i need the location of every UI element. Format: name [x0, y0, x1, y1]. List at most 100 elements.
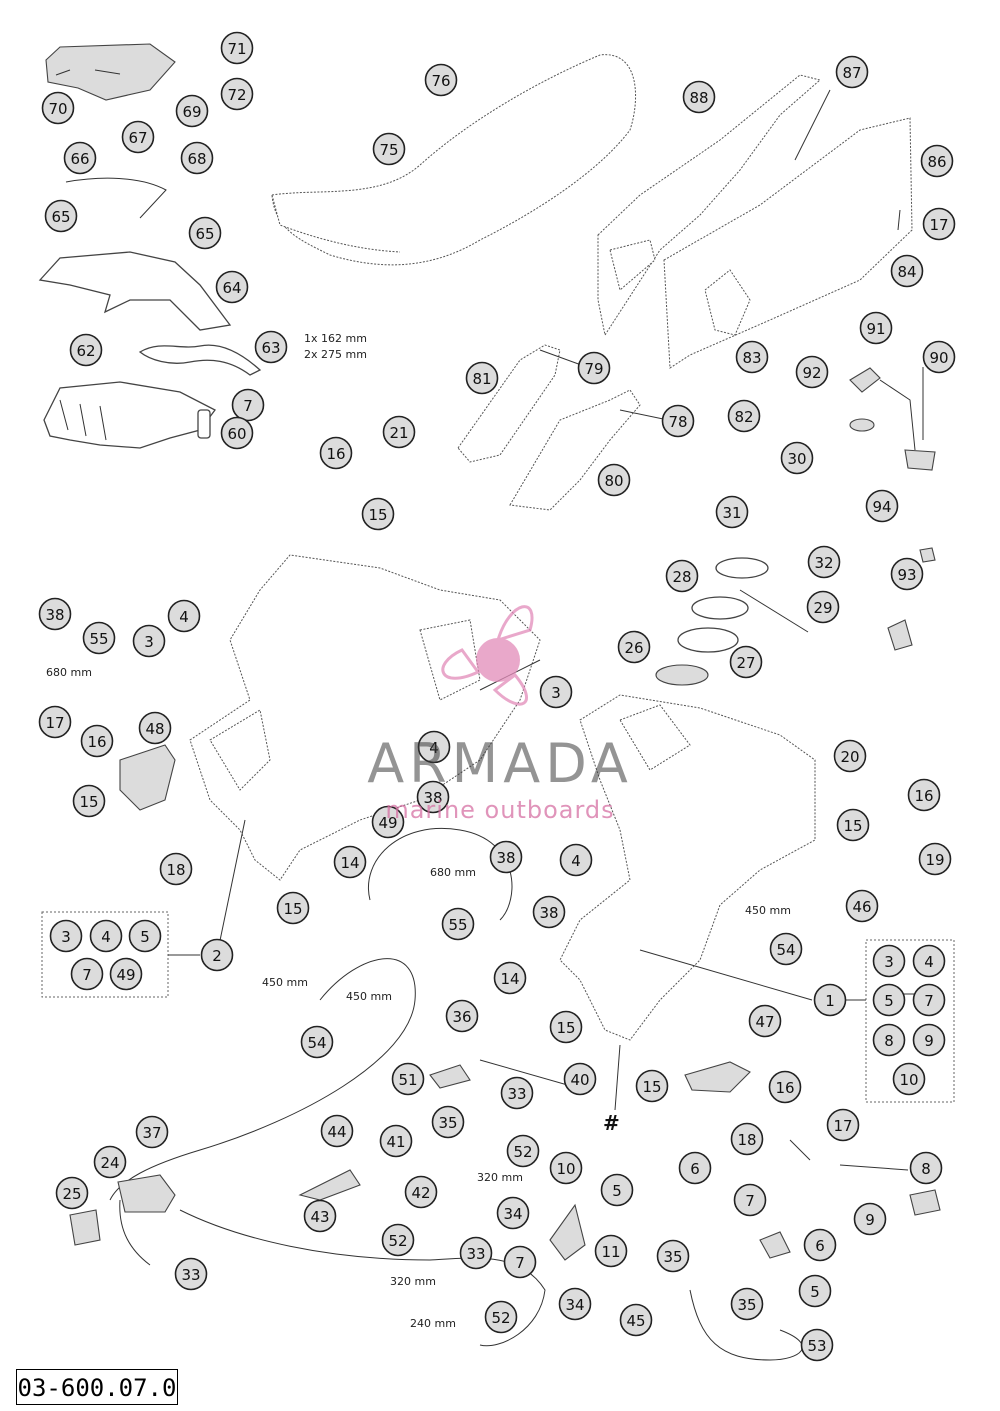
callout-76: 76: [424, 63, 458, 97]
callout-2: 2: [200, 938, 234, 972]
callout-81: 81: [465, 361, 499, 395]
callout-54: 54: [769, 932, 803, 966]
svg-text:78: 78: [668, 413, 687, 431]
callout-9: 9: [912, 1023, 946, 1057]
callout-25: 25: [55, 1176, 89, 1210]
callout-62: 62: [69, 333, 103, 367]
svg-text:36: 36: [452, 1008, 471, 1026]
callout-14: 14: [333, 845, 367, 879]
callout-55: 55: [441, 907, 475, 941]
svg-text:51: 51: [398, 1071, 417, 1089]
callout-33: 33: [459, 1236, 493, 1270]
svg-text:41: 41: [386, 1133, 405, 1151]
callout-4: 4: [559, 843, 593, 877]
svg-text:15: 15: [642, 1078, 661, 1096]
svg-text:1: 1: [825, 992, 835, 1010]
callout-49: 49: [109, 957, 143, 991]
svg-text:79: 79: [584, 360, 603, 378]
svg-text:25: 25: [62, 1185, 81, 1203]
callout-45: 45: [619, 1303, 653, 1337]
callout-35: 35: [431, 1105, 465, 1139]
callout-14: 14: [493, 961, 527, 995]
svg-text:30: 30: [787, 450, 806, 468]
callout-83: 83: [735, 340, 769, 374]
svg-text:29: 29: [813, 599, 832, 617]
svg-text:4: 4: [924, 953, 934, 971]
callout-9: 9: [853, 1202, 887, 1236]
seat-part: [271, 54, 637, 266]
svg-text:70: 70: [48, 100, 67, 118]
svg-text:35: 35: [438, 1114, 457, 1132]
svg-text:6: 6: [815, 1237, 825, 1255]
svg-text:38: 38: [539, 904, 558, 922]
callout-82: 82: [727, 399, 761, 433]
svg-text:35: 35: [663, 1248, 682, 1266]
svg-text:38: 38: [423, 789, 442, 807]
svg-text:65: 65: [51, 208, 70, 226]
dimension-label: 680 mm: [46, 666, 92, 679]
svg-text:7: 7: [515, 1254, 525, 1272]
callout-80: 80: [597, 463, 631, 497]
callout-10: 10: [549, 1151, 583, 1185]
svg-text:11: 11: [601, 1243, 620, 1261]
svg-text:87: 87: [842, 64, 861, 82]
svg-text:86: 86: [927, 153, 946, 171]
svg-text:16: 16: [87, 733, 106, 751]
svg-text:64: 64: [222, 279, 241, 297]
callout-42: 42: [404, 1175, 438, 1209]
fuel-cap-part: [655, 557, 769, 686]
svg-text:76: 76: [431, 72, 450, 90]
svg-text:33: 33: [181, 1266, 200, 1284]
callout-41: 41: [379, 1124, 413, 1158]
svg-text:20: 20: [840, 748, 859, 766]
callout-70: 70: [41, 91, 75, 125]
svg-text:52: 52: [388, 1232, 407, 1250]
callout-7: 7: [503, 1245, 537, 1279]
callout-55: 55: [82, 621, 116, 655]
svg-text:88: 88: [689, 89, 708, 107]
svg-text:4: 4: [429, 739, 439, 757]
callout-17: 17: [826, 1108, 860, 1142]
callout-3: 3: [49, 919, 83, 953]
dimension-label: 320 mm: [477, 1171, 523, 1184]
callout-52: 52: [506, 1134, 540, 1168]
decal-80-part: [509, 389, 641, 511]
svg-text:10: 10: [556, 1160, 575, 1178]
callout-8: 8: [872, 1023, 906, 1057]
dimension-label: 450 mm: [262, 976, 308, 989]
side-panel-right-part: [663, 117, 913, 369]
switch-assembly-part: [849, 367, 936, 471]
svg-text:17: 17: [45, 714, 64, 732]
svg-text:5: 5: [884, 992, 894, 1010]
callout-63: 63: [254, 330, 288, 364]
fuel-tank-right-part: [559, 694, 816, 1041]
svg-text:15: 15: [368, 506, 387, 524]
svg-text:24: 24: [100, 1154, 119, 1172]
svg-text:40: 40: [570, 1071, 589, 1089]
svg-text:45: 45: [626, 1312, 645, 1330]
svg-text:38: 38: [496, 849, 515, 867]
fuel-pump-part: [69, 1174, 176, 1266]
callout-60: 60: [220, 416, 254, 450]
callout-38: 38: [416, 780, 450, 814]
callout-11: 11: [594, 1234, 628, 1268]
svg-text:72: 72: [227, 86, 246, 104]
watermark-tagline: marine outboards: [385, 796, 615, 824]
callout-16: 16: [80, 724, 114, 758]
watermark-logo: [441, 605, 534, 706]
svg-text:7: 7: [243, 397, 253, 415]
fuel-valve-part: [887, 547, 936, 651]
callout-10: 10: [892, 1062, 926, 1096]
callout-3: 3: [132, 624, 166, 658]
svg-text:81: 81: [472, 370, 491, 388]
svg-text:8: 8: [884, 1032, 894, 1050]
callout-65: 65: [44, 199, 78, 233]
callout-75: 75: [372, 132, 406, 166]
callout-91: 91: [859, 311, 893, 345]
svg-text:7: 7: [745, 1192, 755, 1210]
headlight-mask-part: [45, 43, 176, 101]
dimension-label: 450 mm: [346, 990, 392, 1003]
callout-92: 92: [795, 355, 829, 389]
callout-87: 87: [835, 55, 869, 89]
